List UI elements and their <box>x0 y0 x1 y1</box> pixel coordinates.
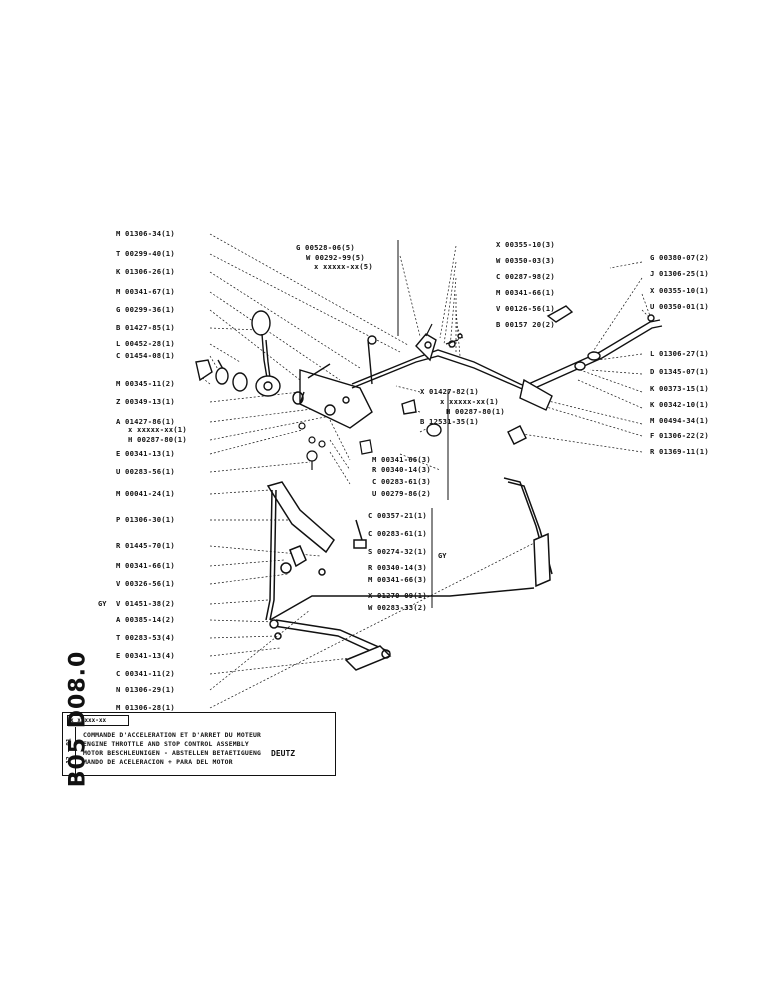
part-label: Z 00349-13(1) <box>116 397 175 406</box>
part-label: G 00299-36(1) <box>116 305 175 314</box>
loose-fasteners <box>298 323 459 470</box>
part-label: x xxxxx-xx(1) <box>440 397 499 406</box>
part-label: X 00355-10(3) <box>496 240 555 249</box>
part-label: K 00342-10(1) <box>650 400 709 409</box>
part-label: M 00494-34(1) <box>650 416 709 425</box>
central-linkage <box>351 305 574 437</box>
title-block-ref: x xxxxx-xx <box>67 715 129 726</box>
part-label: P 01306-30(1) <box>116 515 175 524</box>
part-label: R 01369-11(1) <box>650 447 709 456</box>
part-label: W 00283-33(2) <box>368 603 427 612</box>
part-label: M 00341-66(3) <box>372 455 431 464</box>
part-label: M 00041-24(1) <box>116 489 175 498</box>
part-label: C 00283-61(3) <box>372 477 431 486</box>
part-label: C 00283-61(1) <box>368 529 427 538</box>
part-label: C 01454-08(1) <box>116 351 175 360</box>
right-lever-assembly <box>507 314 663 445</box>
part-label: E 00341-13(4) <box>116 651 175 660</box>
part-label: M 00341-67(1) <box>116 287 175 296</box>
part-label: V 01451-38(2) <box>116 599 175 608</box>
part-label: C 00341-11(2) <box>116 669 175 678</box>
part-label: J 01306-25(1) <box>650 269 709 278</box>
part-label: B 01427-85(1) <box>116 323 175 332</box>
part-label: M 00341-66(1) <box>496 288 555 297</box>
part-label: L 00452-28(1) <box>116 339 175 348</box>
part-label: V 00326-56(1) <box>116 579 175 588</box>
gy-mark-center: GY <box>438 552 447 560</box>
brand-name: DEUTZ <box>271 749 296 758</box>
title-fr: COMMANDE D'ACCELERATION ET D'ARRET DU MO… <box>83 731 262 739</box>
part-label: S 00274-32(1) <box>368 547 427 556</box>
part-label: B 12531-35(1) <box>420 417 479 426</box>
part-label: M 01306-28(1) <box>116 703 175 712</box>
part-label: W 00292-99(5) <box>306 253 365 262</box>
part-label: X 01427-82(1) <box>420 387 479 396</box>
title-en: ENGINE THROTTLE AND STOP CONTROL ASSEMBL… <box>83 740 249 748</box>
part-label: V 00126-56(1) <box>496 304 555 313</box>
part-label: N 01306-29(1) <box>116 685 175 694</box>
part-label: D 01345-07(1) <box>650 367 709 376</box>
part-label: U 00283-56(1) <box>116 467 175 476</box>
part-label: G 00380-07(2) <box>650 253 709 262</box>
title-block: x xxxxx-xx 12 - 91 COMMANDE D'ACCELERATI… <box>62 712 336 776</box>
title-de: MOTOR BESCHLEUNIGEN - ABSTELLEN BETAETIG… <box>83 749 262 757</box>
part-label: H 00287-80(1) <box>446 407 505 416</box>
part-label: G 00528-06(5) <box>296 243 355 252</box>
part-label: X 00355-10(1) <box>650 286 709 295</box>
part-label: K 00373-15(1) <box>650 384 709 393</box>
part-label: T 00283-53(4) <box>116 633 175 642</box>
part-label: A 01427-86(1) <box>116 417 175 426</box>
part-label: W 00350-03(3) <box>496 256 555 265</box>
leader-lines <box>199 233 651 709</box>
part-label: F 01306-22(2) <box>650 431 709 440</box>
part-label: M 01306-34(1) <box>116 229 175 238</box>
bracket-lines <box>397 240 449 608</box>
part-label: M 00345-11(2) <box>116 379 175 388</box>
part-label: B 00157 20(2) <box>496 320 555 329</box>
part-label: E 00341-13(1) <box>116 449 175 458</box>
part-label: M 00341-66(3) <box>368 575 427 584</box>
pedal-assembly <box>265 477 553 671</box>
part-label: R 00340-14(3) <box>372 465 431 474</box>
part-label: R 01445-70(1) <box>116 541 175 550</box>
part-label: H 00287-80(1) <box>128 435 187 444</box>
part-label: U 00350-01(1) <box>650 302 709 311</box>
part-label: x xxxxx-xx(1) <box>128 425 187 434</box>
part-label: C 00357-21(1) <box>368 511 427 520</box>
part-label: K 01306-26(1) <box>116 267 175 276</box>
part-label: C 00287-98(2) <box>496 272 555 281</box>
throttle-lever-assembly <box>195 310 377 429</box>
part-label: A 00385-14(2) <box>116 615 175 624</box>
gy-mark-left: GY <box>98 600 107 608</box>
title-block-date-cell: 12 - 91 <box>63 727 76 775</box>
part-label: X 01270-09(1) <box>368 591 427 600</box>
part-label: L 01306-27(1) <box>650 349 709 358</box>
part-label: x xxxxx-xx(5) <box>314 262 373 271</box>
title-block-date: 12 - 91 <box>65 738 73 764</box>
part-label: M 00341-66(1) <box>116 561 175 570</box>
part-label: U 00279-86(2) <box>372 489 431 498</box>
title-es: MANDO DE ACELERACION + PARA DEL MOTOR <box>83 758 233 766</box>
part-label: T 00299-40(1) <box>116 249 175 258</box>
part-label: R 00340-14(3) <box>368 563 427 572</box>
